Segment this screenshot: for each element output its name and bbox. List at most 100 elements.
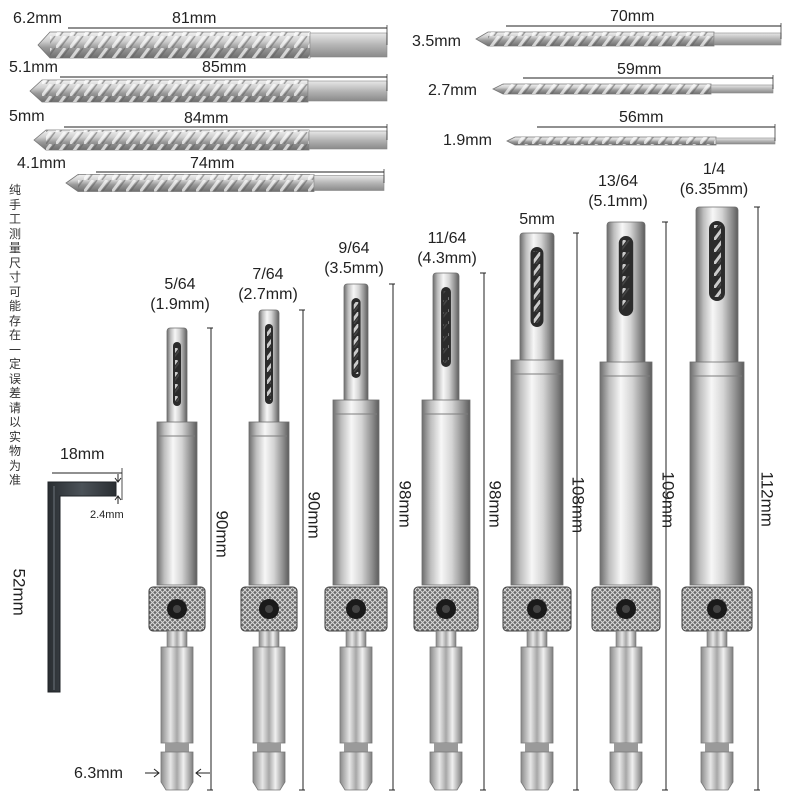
bit-neck [258,630,280,648]
drill-bit-5 [475,31,782,47]
drill-flute-texture [42,80,308,102]
set-screw-hex [533,605,541,613]
hex-shank-tip [339,751,373,791]
shank-groove [705,743,729,752]
inner-drill [267,328,271,400]
drill-bit-7 [506,136,776,146]
bit-4-length: 98mm [485,480,505,528]
drill-bit-6 [492,83,774,95]
hex-shank-tip [609,751,643,791]
drill-6-diameter: 2.7mm [428,82,477,99]
drill-flute-texture [503,84,711,94]
bit-body [156,421,198,586]
shank-groove [257,743,281,752]
centering-bit-5 [502,232,572,791]
bit-6-size: 13/64(5.1mm) [588,173,648,210]
hex-key-group [47,468,123,693]
bit-body [421,399,471,586]
centering-bit-3 [324,283,388,791]
bit-neck [706,630,728,648]
hex-shank [252,646,286,744]
bit-2-length: 90mm [304,491,324,539]
hex-key-thickness: 2.4mm [90,509,124,521]
drill-shank [710,84,774,94]
inner-drill [622,240,630,312]
centering-bit-7 [681,206,753,791]
hex-shank [700,646,734,744]
set-screw-hex [442,605,450,613]
shank-groove [344,743,368,752]
hex-shank-tip [700,751,734,791]
centering-bit-2 [240,309,298,791]
inner-drill [353,302,359,374]
bit-body [248,421,290,586]
drill-6-length: 59mm [617,61,662,78]
drill-shank [308,130,388,150]
set-screw-hex [352,605,360,613]
drill-3-length: 84mm [184,110,229,127]
set-screw-hex [265,605,273,613]
hex-shank [429,646,463,744]
bit-body [510,359,564,586]
drill-1-length: 81mm [172,10,217,27]
inner-drill [713,225,721,297]
hex-shank-tip [429,751,463,791]
drill-bit-1 [37,31,388,59]
bit-1-length: 90mm [212,510,232,558]
drill-bit-2 [29,79,388,103]
drill-7-length: 56mm [619,109,664,126]
shank-groove [434,743,458,752]
drill-flute-texture [488,32,714,46]
drill-flute-texture [46,130,309,150]
hex-shank-tip [252,751,286,791]
shank-groove [165,743,189,752]
bit-3-length: 98mm [395,480,415,528]
centering-bit-6 [591,221,661,791]
bit-neck [435,630,457,648]
hex-shank-tip [520,751,554,791]
bit-1-size: 5/64(1.9mm) [150,276,210,313]
drill-5-diameter: 3.5mm [412,33,461,50]
drill-7-diameter: 1.9mm [443,132,492,149]
drill-shank [307,80,388,102]
hex-shank [609,646,643,744]
drill-flute-texture [78,174,314,192]
drill-bit-3 [33,129,388,151]
bit-5-size: 5mm [519,211,555,228]
bit-7-size: 1/4(6.35mm) [679,161,749,198]
drill-2-length: 85mm [202,59,247,76]
drill-3-diameter: 5mm [9,108,45,125]
drill-bit-4 [65,174,385,192]
inner-drill [443,291,449,363]
hex-shank-size: 6.3mm [74,765,123,782]
drill-flute-texture [515,137,716,145]
bit-2-size: 7/64(2.7mm) [238,266,298,303]
bit-5-length: 108mm [568,476,588,534]
bit-neck [615,630,637,648]
hex-key-height: 52mm [9,568,29,616]
bit-body [689,361,745,586]
hex-key [47,481,117,693]
drill-shank [713,32,782,46]
bit-neck [345,630,367,648]
drill-5-length: 70mm [610,8,655,25]
drill-shank [313,175,385,191]
measurement-disclaimer: 纯手工测量尺寸可能存在一定误差请以实物为准 [9,183,22,487]
hex-key-width: 18mm [60,446,105,463]
inner-drill [175,346,179,402]
drill-1-diameter: 6.2mm [13,10,62,27]
shank-arrow-left [145,768,160,778]
set-screw-hex [173,605,181,613]
bit-body [332,399,380,586]
drill-4-length: 74mm [190,155,235,172]
drill-shank [309,32,388,58]
bit-neck [526,630,548,648]
drill-2-diameter: 5.1mm [9,59,58,76]
centering-bit-1 [148,327,206,791]
bit-4-size: 11/64(4.3mm) [417,230,477,267]
bit-body [599,361,653,586]
set-screw-hex [713,605,721,613]
bit-3-size: 9/64(3.5mm) [324,240,384,277]
hex-shank [160,646,194,744]
